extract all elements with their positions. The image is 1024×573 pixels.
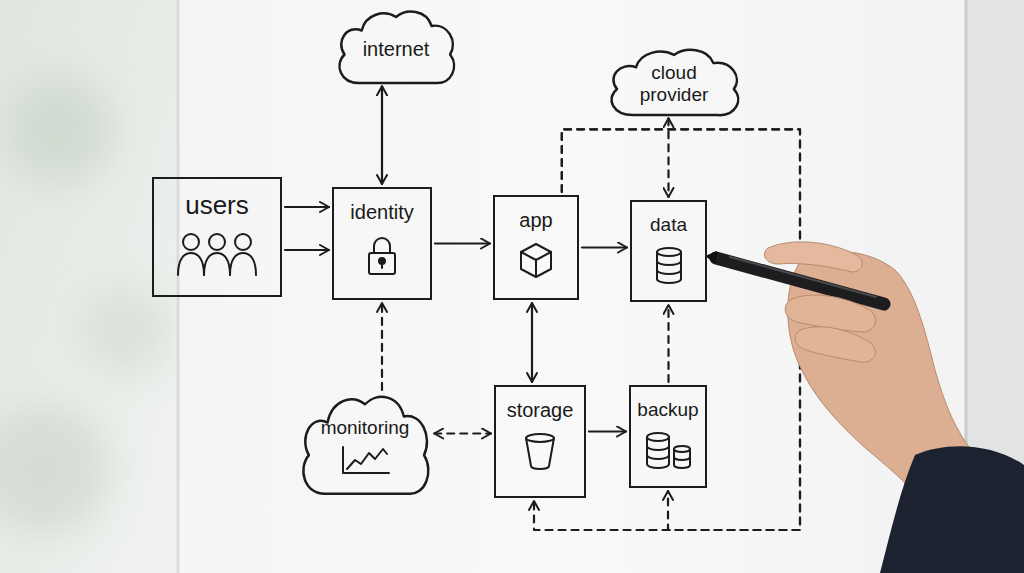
provider-cloud: cloud provider <box>601 44 747 126</box>
hand-palm <box>788 252 975 505</box>
dashed-connector <box>434 432 491 434</box>
backup-box: backup <box>629 385 707 488</box>
window-foliage <box>0 75 170 535</box>
board-frame <box>966 0 1024 573</box>
board-frame-edge <box>965 0 968 573</box>
sleeve <box>880 446 1024 573</box>
curled-finger <box>785 295 875 332</box>
whiteboard <box>178 0 966 573</box>
node-label: app <box>519 209 552 232</box>
arrow-connector <box>285 206 329 208</box>
identity-box: identity <box>332 187 432 300</box>
app-box: app <box>493 195 579 300</box>
monitoring-cloud: monitoring <box>293 388 437 510</box>
arrow-connector <box>435 242 490 244</box>
dashed-connector <box>534 129 800 530</box>
cube-icon <box>518 242 554 280</box>
people-icon <box>175 231 259 277</box>
board-edge <box>177 0 180 573</box>
curled-finger <box>795 327 875 362</box>
node-label: cloud provider <box>626 62 722 106</box>
arrow-connector <box>285 249 329 251</box>
bucket-icon <box>523 432 557 472</box>
database-icon <box>654 246 684 286</box>
chart-icon <box>339 445 391 477</box>
arrow-connector <box>589 430 626 432</box>
node-label: storage <box>507 399 574 422</box>
index-finger <box>764 242 862 272</box>
backup-icon <box>645 431 691 471</box>
node-label: internet <box>363 38 430 61</box>
dashed-connector <box>562 129 800 530</box>
dashed-connector <box>381 303 383 390</box>
node-label: users <box>185 191 249 221</box>
storage-box: storage <box>494 385 586 498</box>
data-box: data <box>630 200 707 302</box>
internet-cloud: internet <box>330 5 462 95</box>
lock-icon <box>364 234 400 276</box>
cloud-outline <box>293 388 437 510</box>
node-label: backup <box>637 399 698 421</box>
dashed-connector <box>667 305 669 382</box>
arrow-connector <box>582 246 627 248</box>
users-box: users <box>152 177 282 297</box>
arrow-connector <box>381 86 383 184</box>
node-label: data <box>650 214 687 236</box>
node-label: monitoring <box>321 417 410 439</box>
node-label: identity <box>350 201 413 224</box>
arrow-connector <box>531 303 533 382</box>
marker-pen <box>705 251 884 304</box>
